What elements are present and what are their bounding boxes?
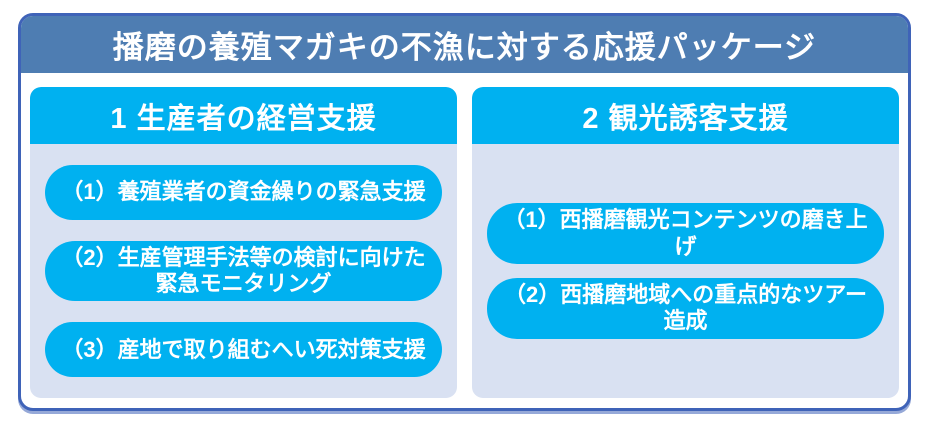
main-title-banner: 播磨の養殖マガキの不漁に対する応援パッケージ <box>21 16 908 73</box>
section-items: （1）西播磨観光コンテンツの磨き上げ （2）西播磨地域への重点的なツアー造成 <box>472 144 899 398</box>
support-item-pill: （2）生産管理手法等の検討に向けた 緊急モニタリング <box>44 240 443 302</box>
support-item-pill: （3）産地で取り組むへい死対策支援 <box>44 322 443 378</box>
section-header: 1 生産者の経営支援 <box>30 87 457 144</box>
sections-container: 1 生産者の経営支援 （1）養殖業者の資金繰りの緊急支援 （2）生産管理手法等の検… <box>21 73 908 408</box>
section-header: 2 観光誘客支援 <box>472 87 899 144</box>
support-package-card: 播磨の養殖マガキの不漁に対する応援パッケージ 1 生産者の経営支援 （1）養殖業… <box>18 13 911 411</box>
support-item-pill: （1）養殖業者の資金繰りの緊急支援 <box>44 164 443 220</box>
main-title: 播磨の養殖マガキの不漁に対する応援パッケージ <box>112 30 817 65</box>
section-heading: 1 生産者の経営支援 <box>110 102 377 135</box>
section-tourism-support: 2 観光誘客支援 （1）西播磨観光コンテンツの磨き上げ （2）西播磨地域への重点的… <box>472 87 899 398</box>
section-items: （1）養殖業者の資金繰りの緊急支援 （2）生産管理手法等の検討に向けた 緊急モニタ… <box>30 144 457 398</box>
section-heading: 2 観光誘客支援 <box>582 102 789 135</box>
support-item-pill: （2）西播磨地域への重点的なツアー造成 <box>486 278 885 339</box>
support-item-pill: （1）西播磨観光コンテンツの磨き上げ <box>486 203 885 264</box>
section-producer-support: 1 生産者の経営支援 （1）養殖業者の資金繰りの緊急支援 （2）生産管理手法等の検… <box>30 87 457 398</box>
